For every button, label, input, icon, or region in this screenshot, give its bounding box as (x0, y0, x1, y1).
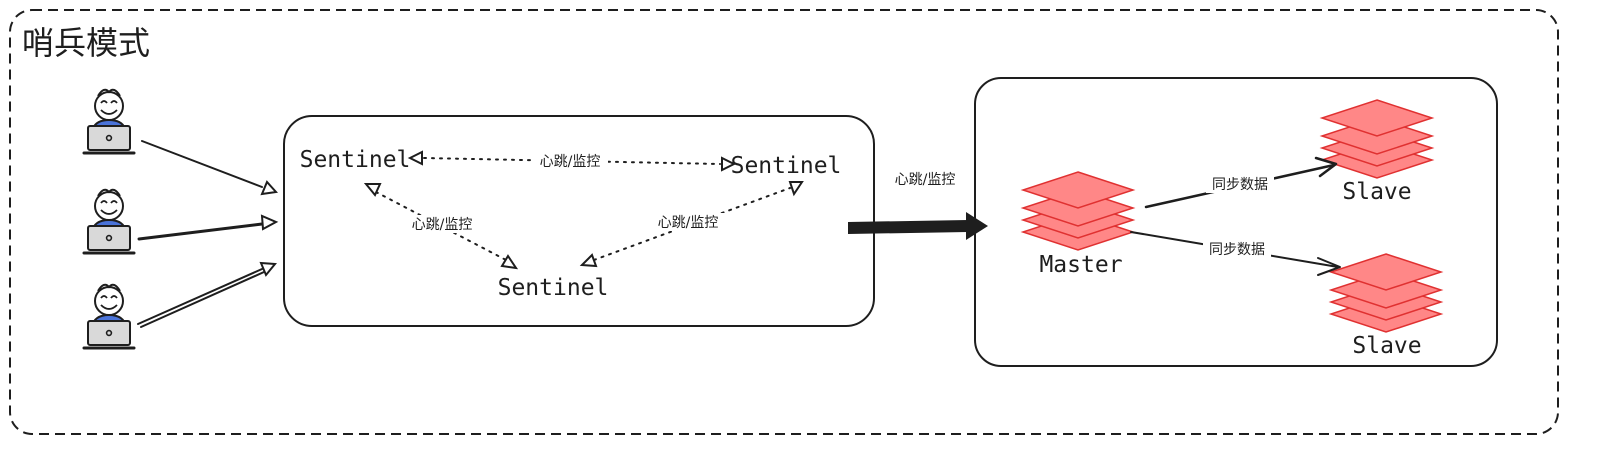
replication-label: 同步数据 (1212, 177, 1268, 193)
master-label: Master (1039, 252, 1122, 278)
heartbeat-edge-top: 心跳/监控 (407, 150, 737, 172)
replication-edge-bottom: 同步数据 (1130, 231, 1341, 276)
client-arrow (137, 261, 277, 328)
user-laptop-icon (82, 188, 136, 255)
sentinel-top-left-label: Sentinel (300, 147, 411, 173)
outer-dashed-frame (9, 9, 1559, 435)
heartbeat-label: 心跳/监控 (658, 215, 719, 231)
replication-label: 同步数据 (1209, 242, 1265, 258)
sentinel-to-cluster-arrow (848, 212, 988, 240)
user-laptop-icon (82, 283, 136, 350)
heartbeat-edge-left: 心跳/监控 (363, 183, 519, 270)
client-arrow (141, 140, 278, 196)
client-arrow (137, 214, 279, 241)
replication-edge-top: 同步数据 (1144, 156, 1338, 209)
heartbeat-label: 心跳/监控 (540, 154, 601, 170)
slave-bottom-label: Slave (1352, 333, 1421, 359)
slave-top-label: Slave (1342, 179, 1411, 205)
user-laptop-icon (82, 88, 136, 155)
sentinel-bottom-label: Sentinel (498, 275, 609, 301)
sentinel-top-right-label: Sentinel (731, 153, 842, 179)
heartbeat-edge-right: 心跳/监控 (579, 181, 804, 268)
diagram-title: 哨兵模式 (22, 24, 150, 62)
cluster-edge-label: 心跳/监控 (895, 172, 956, 188)
heartbeat-label: 心跳/监控 (412, 217, 473, 233)
